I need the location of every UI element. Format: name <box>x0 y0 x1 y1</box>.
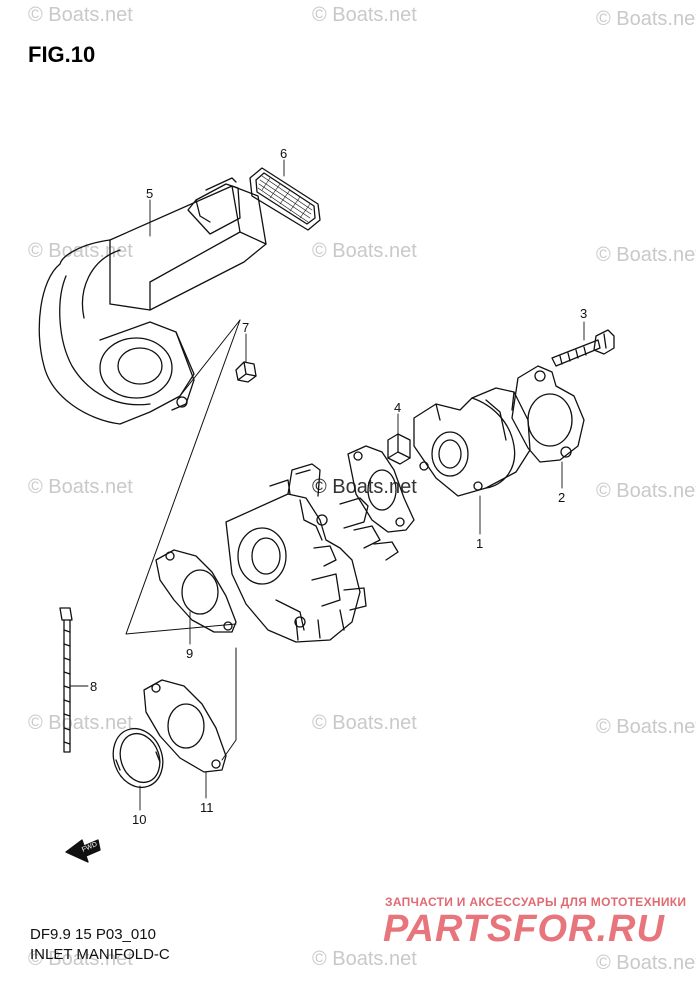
watermark: © Boats.net <box>312 712 417 734</box>
watermark: © Boats.net <box>596 716 696 738</box>
watermark: © Boats.net <box>28 948 133 970</box>
callout-10: 10 <box>132 812 146 827</box>
callout-4: 4 <box>394 400 401 415</box>
watermark: © Boats.net <box>312 948 417 970</box>
part-4-clip <box>387 433 411 465</box>
part-6-filter-screen <box>249 167 321 231</box>
watermark: © Boats.net <box>312 240 417 262</box>
watermark: © Boats.net <box>596 8 696 30</box>
part-8-cable-tie <box>59 607 73 753</box>
part-5-intake-silencer <box>38 177 267 425</box>
diagram-code: DF9.9 15 P03_010 <box>30 926 156 943</box>
carburetor-assembly <box>225 463 399 643</box>
watermark: © Boats.net <box>596 244 696 266</box>
assembly-guide-lines <box>125 319 241 761</box>
watermark: © Boats.net <box>596 480 696 502</box>
watermark: © Boats.net <box>312 4 417 26</box>
callout-5: 5 <box>146 186 153 201</box>
figure-title: FIG.10 <box>28 42 96 67</box>
part-3-bolt <box>551 329 615 367</box>
watermark: © Boats.net <box>28 4 133 26</box>
callout-7: 7 <box>242 320 249 335</box>
watermark: © Boats.net <box>28 712 133 734</box>
callout-leader-lines <box>69 159 585 811</box>
part-1-manifold <box>413 387 531 497</box>
part-2-gasket <box>511 365 585 463</box>
part-10-o-ring <box>112 727 164 789</box>
watermark: © Boats.net <box>28 476 133 498</box>
fwd-arrow-icon: FWD <box>65 839 101 863</box>
callout-8: 8 <box>90 679 97 694</box>
watermark-center: © Boats.net <box>312 476 417 498</box>
watermark: © Boats.net <box>596 952 696 974</box>
part-7-grommet <box>235 361 257 383</box>
diagram-name: INLET MANIFOLD-C <box>30 946 170 963</box>
callout-1: 1 <box>476 536 483 551</box>
part-9-gasket <box>155 549 237 633</box>
callout-3: 3 <box>580 306 587 321</box>
shop-logo: PARTSFOR.RU <box>383 908 665 950</box>
callout-6: 6 <box>280 146 287 161</box>
part-11-gasket <box>143 679 227 773</box>
carburetor-gasket <box>347 445 415 533</box>
callout-9: 9 <box>186 646 193 661</box>
callout-11: 11 <box>200 800 214 815</box>
callout-2: 2 <box>558 490 565 505</box>
shop-tagline: ЗАПЧАСТИ И АКСЕССУАРЫ ДЛЯ МОТОТЕХНИКИ <box>385 895 687 909</box>
